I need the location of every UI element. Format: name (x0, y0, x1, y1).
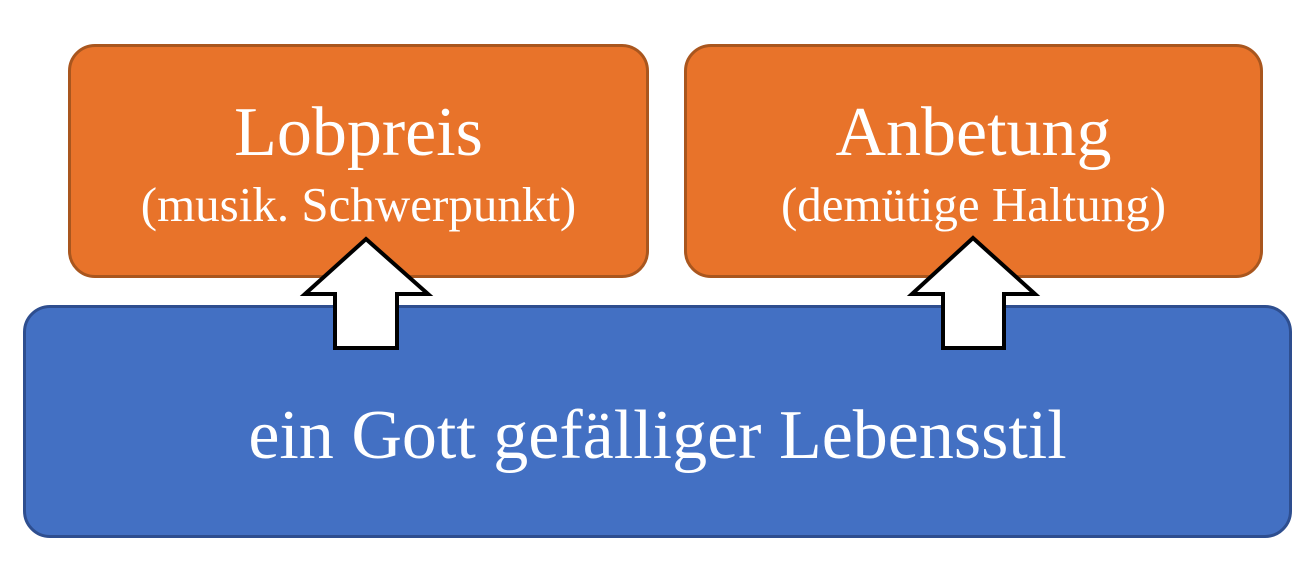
box-lobpreis-title: Lobpreis (234, 93, 483, 171)
box-lobpreis: Lobpreis (musik. Schwerpunkt) (68, 44, 649, 278)
box-lobpreis-subtitle: (musik. Schwerpunkt) (140, 177, 577, 233)
box-anbetung-title: Anbetung (835, 93, 1112, 171)
box-anbetung: Anbetung (demütige Haltung) (684, 44, 1263, 278)
box-lebensstil-title: ein Gott gefälliger Lebensstil (248, 397, 1067, 474)
box-anbetung-subtitle: (demütige Haltung) (780, 177, 1167, 233)
box-lebensstil: ein Gott gefälliger Lebensstil (23, 305, 1292, 538)
